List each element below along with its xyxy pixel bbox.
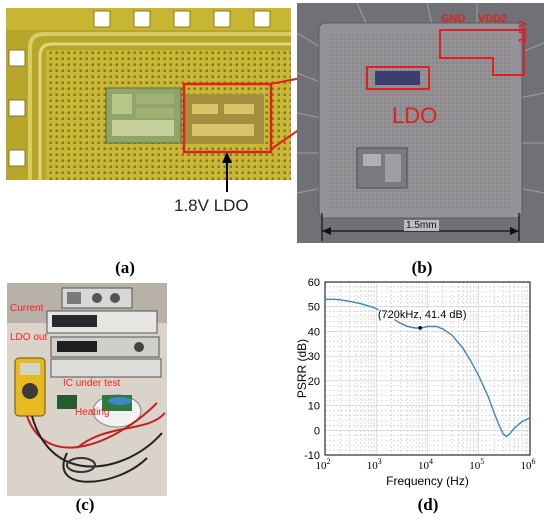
- annotation-label: (720kHz, 41.4 dB): [378, 309, 467, 321]
- scale-bar-label: 1.5mm: [404, 220, 439, 231]
- y-tick-label: 0: [314, 425, 320, 437]
- caption-c: (c): [75, 495, 95, 514]
- caption-a: (a): [115, 258, 135, 277]
- current-label: Current: [10, 303, 44, 314]
- x-tick-label: 102: [316, 457, 331, 472]
- caption-d: (d): [417, 495, 439, 514]
- y-tick-label: -10: [304, 450, 320, 462]
- x-axis-label: Frequency (Hz): [386, 474, 469, 488]
- y-tick-label: 10: [308, 401, 320, 413]
- bench-photo: [7, 283, 167, 496]
- annotation-point: [418, 326, 422, 330]
- y-tick-label: 50: [308, 302, 320, 314]
- ldo-out-label: LDO out: [10, 332, 48, 343]
- panel-b-chip-photo: GND VDD2 1.8V LDO 1.5mm: [297, 3, 544, 243]
- die-micrograph: [6, 8, 291, 233]
- ldo-block-label: LDO: [392, 103, 438, 128]
- y-tick-label: 40: [308, 326, 320, 338]
- heating-label: Heating: [75, 407, 110, 418]
- x-tick-label: 105: [469, 457, 484, 472]
- panel-a-die-photo: 1.8V LDO: [6, 8, 291, 233]
- chip-micrograph: [297, 3, 544, 243]
- ic-under-test-label: IC under test: [63, 378, 121, 389]
- vdd2-pad-label: VDD2: [478, 13, 508, 25]
- x-tick-label: 103: [367, 457, 382, 472]
- y-tick-label: 30: [308, 351, 320, 363]
- x-tick-label: 106: [521, 457, 536, 472]
- plot-frame: [324, 281, 531, 456]
- panel-c-test-setup: Current LDO out IC under test Heating: [7, 283, 167, 496]
- x-tick-label: 104: [418, 457, 433, 472]
- y-tick-label: 60: [308, 277, 320, 289]
- caption-b: (b): [411, 258, 433, 277]
- y-tick-label: 20: [308, 376, 320, 388]
- psrr-series-line: [325, 298, 531, 438]
- gnd-pad-label: GND: [441, 13, 466, 25]
- ldo-label: 1.8V LDO: [174, 196, 249, 215]
- y-axis-label: PSRR (dB): [295, 339, 309, 398]
